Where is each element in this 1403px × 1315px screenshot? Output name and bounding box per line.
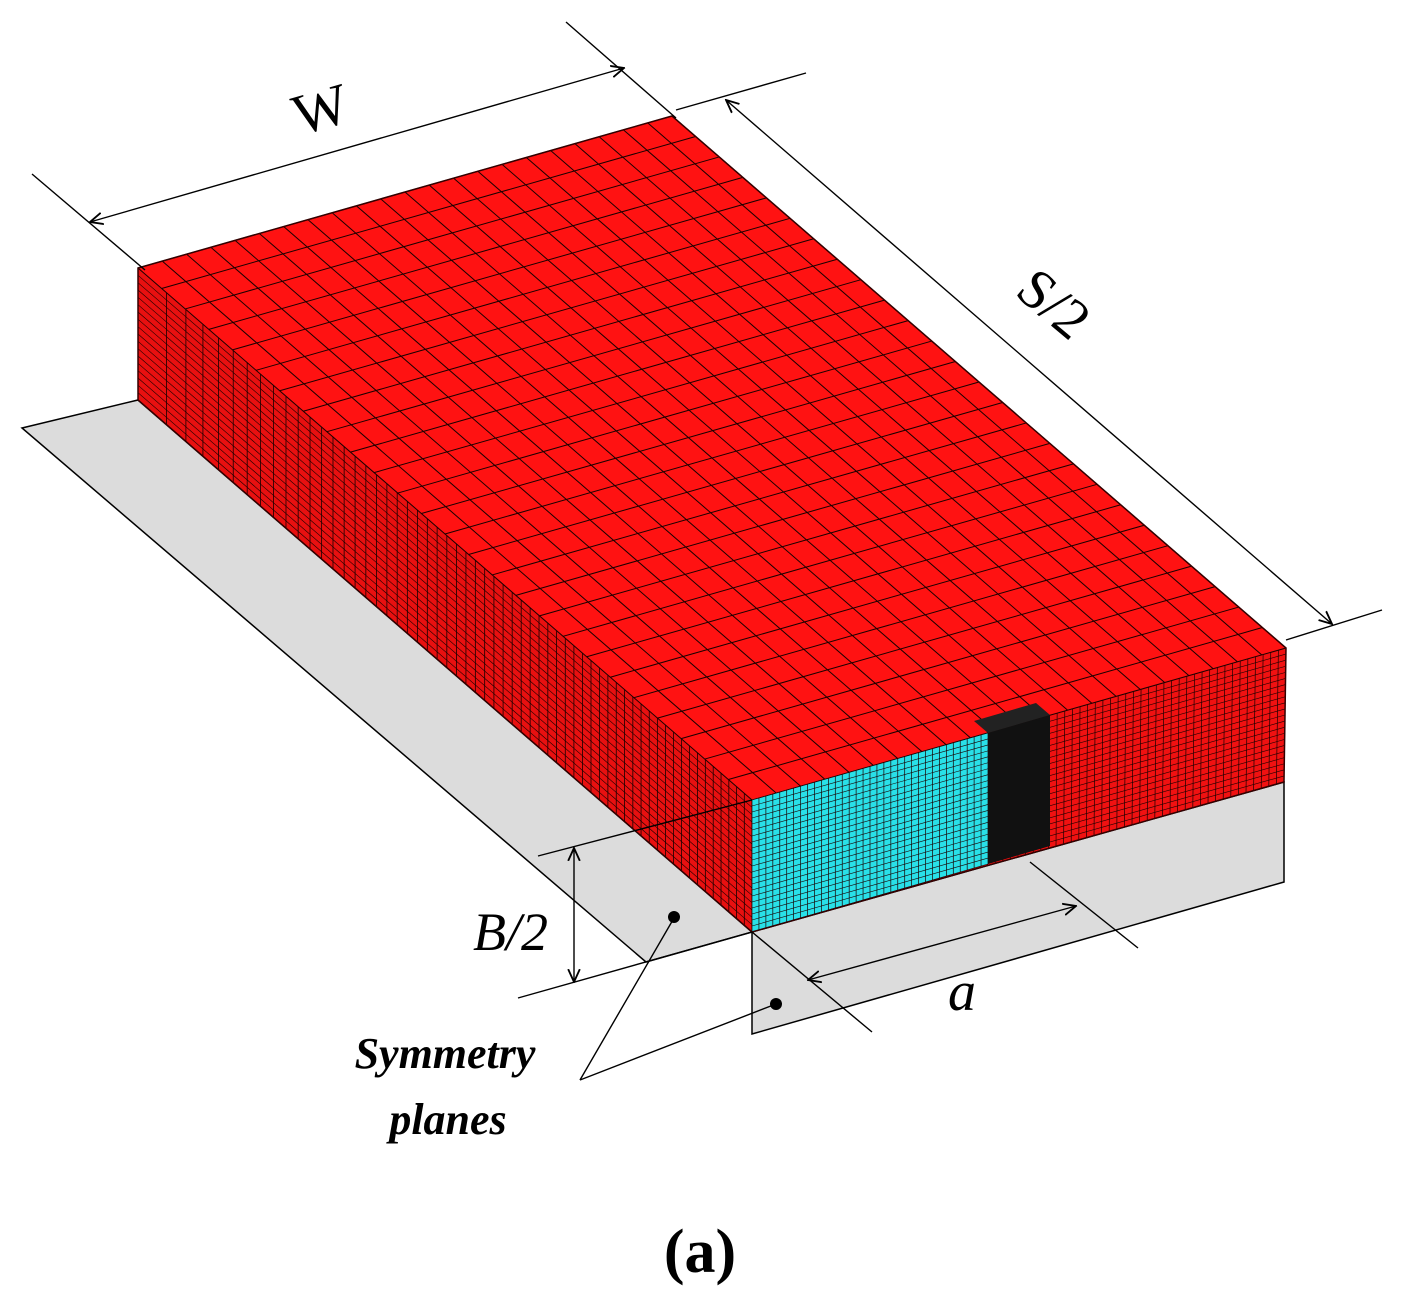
crack-grid-line	[751, 827, 989, 897]
w-dimension-arrow	[90, 68, 624, 222]
label-a: a	[948, 961, 976, 1023]
mesh-line	[137, 282, 753, 815]
notch	[988, 715, 1050, 864]
crack-grid-line	[751, 798, 989, 867]
symmetry-pointer-2	[579, 1003, 777, 1081]
mesh-line	[137, 377, 753, 911]
mesh-line	[185, 156, 720, 310]
b2-extension-bottom	[517, 931, 753, 999]
a-dimension-arrow	[808, 906, 1076, 980]
crack-grid-line	[751, 738, 989, 807]
mesh-line	[137, 341, 753, 874]
mesh-body	[137, 115, 1287, 933]
mesh-line	[137, 304, 753, 837]
mesh-line	[137, 333, 753, 867]
mesh-line	[137, 392, 753, 925]
crack-grid-line	[751, 756, 989, 825]
crack-grid-line	[751, 845, 989, 915]
mesh-line	[208, 176, 743, 330]
crack-grid-line	[751, 851, 989, 921]
crack-grid-line	[751, 816, 989, 885]
symmetry-dot-2	[770, 998, 782, 1010]
mesh-line	[232, 197, 767, 351]
mesh-line	[137, 348, 753, 881]
s2-extension-top	[675, 72, 807, 111]
crack-grid-line	[751, 833, 989, 903]
label-s2: S/2	[1005, 256, 1102, 352]
symmetry-pointer-1	[579, 917, 675, 1081]
mesh-line	[255, 217, 791, 371]
mesh-outline	[137, 115, 1287, 933]
a-extension-right	[1029, 861, 1139, 949]
mesh-line	[137, 363, 753, 896]
s2-extension-bottom	[1285, 609, 1383, 641]
notch-top	[974, 703, 1050, 733]
label-w: W	[285, 70, 356, 148]
crack-grid-line	[751, 792, 989, 861]
crack-grid-line	[751, 780, 989, 849]
mesh-line	[137, 275, 753, 808]
label-b2: B/2	[473, 902, 548, 962]
crack-grid-line	[751, 804, 989, 873]
symmetry-dot-1	[668, 911, 680, 923]
dimension-lines	[31, 21, 1383, 1081]
crack-grid-line	[751, 768, 989, 837]
crack-grid-line	[751, 857, 989, 927]
crack-grid-line	[751, 762, 989, 831]
mesh-line	[137, 355, 753, 889]
crack-grid-line	[751, 810, 989, 879]
mesh-line	[137, 311, 753, 845]
mesh-line	[137, 319, 753, 852]
mesh-line	[137, 326, 753, 859]
w-extension-left	[31, 173, 146, 271]
mesh-line	[137, 385, 753, 918]
crack-grid-line	[751, 744, 989, 813]
w-extension-right	[565, 21, 677, 119]
crack-grid-line	[751, 750, 989, 819]
label-symmetry: Symmetry	[355, 1029, 536, 1078]
crack-grid-line	[751, 732, 989, 801]
mesh-line	[137, 297, 753, 830]
s2-dimension-arrow	[726, 100, 1332, 624]
crack-region-grid	[751, 732, 989, 933]
figure-caption: (a)	[664, 1218, 736, 1286]
crack-grid-line	[751, 774, 989, 843]
mesh-line	[728, 627, 1263, 781]
b2-extension-top	[537, 799, 753, 857]
crack-grid-line	[751, 822, 989, 891]
label-planes: planes	[385, 1095, 506, 1144]
mesh-line	[704, 606, 1239, 760]
crack-grid-line	[751, 839, 989, 909]
mesh-line	[137, 289, 753, 823]
crack-grid-line	[751, 786, 989, 855]
mesh-line	[137, 370, 753, 903]
